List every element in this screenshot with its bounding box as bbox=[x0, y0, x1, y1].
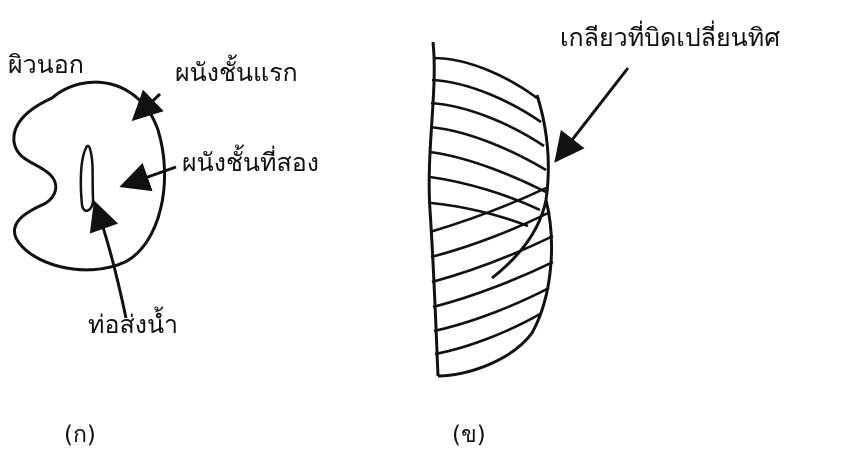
label-reversing-twist: เกลียวที่บิดเปลี่ยนทิศ bbox=[560, 25, 780, 50]
panel-b-twisted-fiber bbox=[429, 42, 628, 376]
arrow-first-wall bbox=[136, 94, 160, 117]
arrow-reversing-twist bbox=[558, 68, 628, 158]
label-water-tube: ท่อส่งน้ำ bbox=[88, 312, 178, 337]
caption-panel-b: (ข) bbox=[452, 424, 486, 447]
label-outer-surface: ผิวนอก bbox=[8, 52, 84, 77]
reversal-strand bbox=[430, 188, 546, 232]
upper-helix-strands bbox=[430, 58, 546, 226]
helix-strand bbox=[435, 314, 540, 354]
helix-strand bbox=[433, 262, 553, 307]
helix-strand bbox=[430, 152, 546, 192]
helix-strand bbox=[432, 236, 553, 282]
helix-strand bbox=[431, 103, 544, 146]
lumen-canal bbox=[81, 146, 93, 211]
panel-a-cross-section bbox=[14, 82, 176, 318]
label-first-wall: ผนังชั้นแรก bbox=[175, 60, 298, 85]
caption-panel-a: (ก) bbox=[64, 424, 96, 447]
helix-strand bbox=[434, 288, 549, 331]
arrow-second-wall bbox=[125, 167, 176, 185]
label-second-wall: ผนังชั้นที่สอง bbox=[182, 150, 319, 175]
helix-strand bbox=[430, 127, 546, 170]
fiber-left-edge bbox=[429, 42, 438, 376]
